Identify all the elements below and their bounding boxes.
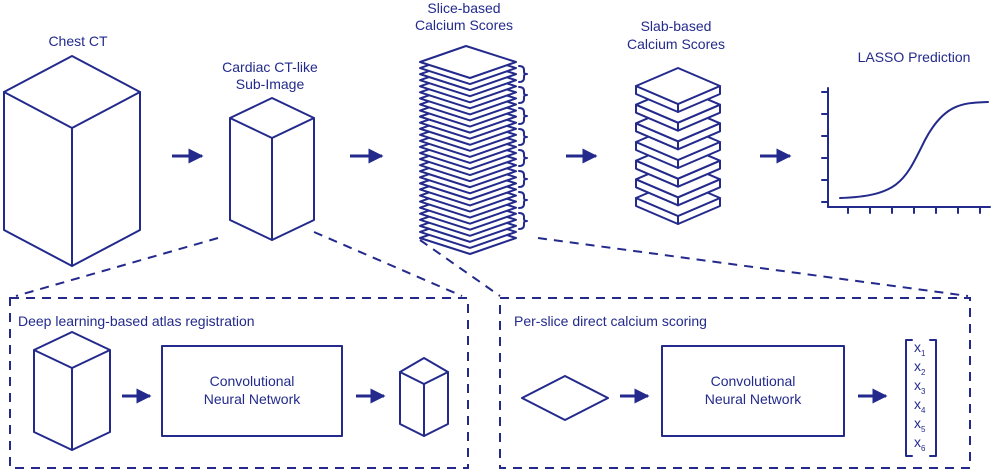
cnn-box-left: [161, 345, 343, 437]
cnn-right-line2: Neural Network: [705, 391, 802, 407]
slab-label-line2: Calcium Scores: [627, 36, 725, 52]
slab-stack: [635, 67, 721, 225]
slice-label-line1: Slice-based: [427, 0, 500, 16]
input-volume-cube: [33, 331, 111, 451]
slice-braces: [518, 65, 528, 230]
cnn-right-line1: Convolutional: [711, 373, 796, 389]
sub-image-label-line1: Cardiac CT-like: [222, 59, 318, 75]
slice-brace: [518, 128, 528, 146]
calcium-scoring-title: Per-slice direct calcium scoring: [514, 313, 707, 329]
zoom-line-left-a: [15, 237, 219, 297]
slice-diamond: [521, 375, 609, 421]
sub-image-label-line2: Sub-Image: [236, 76, 305, 92]
cnn-box-right: [661, 345, 845, 437]
slice-brace: [518, 149, 528, 167]
atlas-registration-panel: [9, 297, 469, 469]
zoom-line-left-b: [313, 231, 463, 297]
slice-stack: [419, 45, 517, 255]
vector-entry: x5: [914, 415, 926, 434]
vector-bracket-left: [905, 339, 913, 457]
slice-brace: [518, 86, 528, 104]
vector-bracket-right: [929, 339, 937, 457]
cnn-left-line2: Neural Network: [204, 391, 301, 407]
atlas-registration-title: Deep learning-based atlas registration: [18, 313, 255, 329]
slice-brace: [518, 212, 528, 230]
vector-entry: x6: [914, 434, 926, 453]
output-volume-cube: [399, 357, 449, 437]
vector-entry: x1: [914, 339, 926, 358]
slab: [635, 67, 721, 113]
slice-label-line2: Calcium Scores: [415, 17, 513, 33]
slice-brace: [518, 191, 528, 209]
slice: [419, 45, 517, 79]
lasso-label: LASSO Prediction: [858, 49, 971, 65]
lasso-plot: [821, 87, 991, 214]
chest-ct-label: Chest CT: [48, 33, 108, 49]
slice-brace: [518, 65, 528, 83]
chest-ct-cube: [3, 55, 141, 267]
lasso-ticks: [821, 91, 981, 214]
zoom-line-right-b: [537, 237, 969, 297]
cnn-left-line1: Convolutional: [210, 373, 295, 389]
vector-entry: x4: [914, 396, 926, 415]
slice-brace: [518, 107, 528, 125]
slab-label-line1: Slab-based: [641, 18, 712, 34]
lasso-sigmoid-curve: [839, 101, 989, 199]
vector-entry: x3: [914, 377, 926, 396]
vector-entry: x2: [914, 358, 926, 377]
cardiac-sub-image-cube: [229, 97, 315, 241]
slice-brace: [518, 170, 528, 188]
zoom-line-right-a: [419, 239, 501, 297]
